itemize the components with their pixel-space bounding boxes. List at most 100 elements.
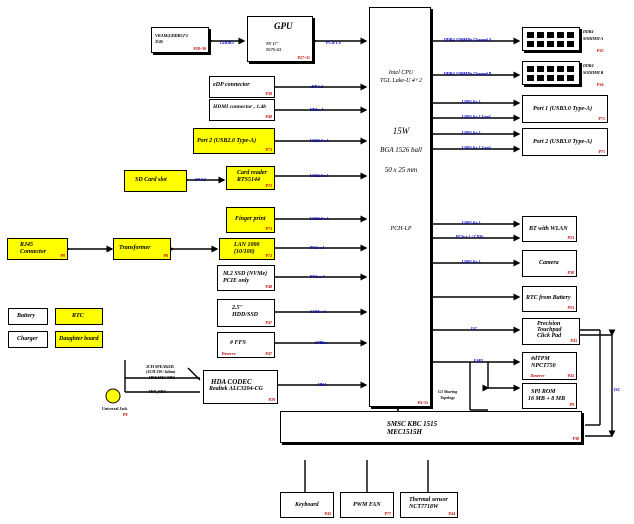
ffs-reserve: Reserve (222, 351, 236, 356)
port2-usb3-block: Port 2 (USB3.0 Type-A) P71 (522, 128, 608, 156)
m2-bus: PCIe x 4 (310, 274, 325, 279)
spi-label2: 16 MB + 8 MB (528, 396, 566, 402)
ffs-page: P47 (265, 351, 272, 356)
port2-usb3-label: Port 2 (USB3.0 Type-A) (533, 139, 593, 145)
rtc-page: P53 (567, 305, 574, 310)
dimm-b-label1: DDR4 (583, 63, 594, 68)
edp-label: eDP connector (213, 82, 250, 88)
tpm-page: P43 (567, 373, 574, 378)
jack-page: P8 (123, 412, 128, 417)
codec-label1: HDA CODEC (211, 378, 252, 386)
mic-label: INT_MIC (149, 389, 167, 394)
bt-wlan-label: BT with WLAN (529, 226, 568, 232)
thermal-label1: Thermal sensor (409, 497, 448, 503)
m2-page: P48 (265, 284, 272, 289)
cpu-power: 15W (392, 126, 410, 136)
rtc-block: RTC from Battery P53 (522, 286, 577, 312)
speaker-sub: (2CH 2W/ 4ohm) (146, 369, 176, 374)
bt-wlan-bus1: USB2.0 x 1 (462, 220, 481, 225)
rj45-label1: RJ45 (20, 242, 34, 248)
spi-page: P9 (569, 402, 574, 407)
bt-wlan-bus2: PCIe x 1 / CNVi (456, 234, 484, 239)
port1-bus2: USB3.0 x 1 Gen1 (462, 114, 491, 119)
bt-wlan-page: P53 (567, 235, 574, 240)
cpu-subtitle: TGL Lake-U 4+2 (380, 78, 422, 84)
m2-label1: M.2 SSD (NVMe) (223, 271, 268, 277)
fingerprint-page: P73 (265, 226, 272, 231)
sdcard-block: SD Card slot (124, 170, 187, 192)
cpu-pch: PCH-LP (390, 226, 412, 232)
fan-page: P77 (384, 511, 391, 516)
legend-rtc: RTC (55, 308, 103, 325)
transformer-page: P8 (163, 253, 168, 258)
rj45-page: P8 (60, 253, 65, 258)
hdmi-label: HDMI connector , 1.4b (213, 104, 267, 110)
headphone-label: HP&MIC/MIC (149, 375, 176, 380)
legend-battery-label: Battery (17, 313, 35, 319)
tpm-label1: #dTPM (531, 356, 550, 362)
thermal-label2: NCT7718W (409, 504, 439, 510)
gpu-model: NV 17" (266, 41, 279, 46)
tpm-reserve: Reserve (531, 373, 545, 378)
camera-bus: USB2.0 x 1 (462, 259, 481, 264)
port2-usb3-page: P71 (598, 149, 605, 154)
port2-usb3-bus2: USB3.0 x 1 Gen1 (462, 145, 491, 150)
gpu-page: P27~31 (297, 55, 310, 60)
touchpad-bus: I2C (471, 326, 478, 331)
m2-label2: PCIE only (223, 278, 250, 284)
vram-size: 2GB (155, 39, 163, 44)
keyboard-block: Keyboard P43 (280, 492, 334, 518)
fingerprint-block: Finger print P73 (226, 207, 275, 233)
hdd-page: P47 (265, 320, 272, 325)
g3-label: G3 Sharing (438, 389, 458, 394)
bt-wlan-block: BT with WLAN P53 (522, 216, 577, 242)
sdcard-label: SD Card slot (135, 177, 167, 183)
codec-label2: Realtek ALC3204-CG (209, 386, 263, 392)
gpu-bus-pcie: PCIe x 4 (326, 40, 341, 45)
port1-block: Port 1 (USB3.0 Type-A) P71 (522, 95, 608, 123)
cardreader-label2: RTS5144 (237, 177, 261, 183)
rj45-block: RJ45 Connector P8 (7, 238, 68, 260)
port1-label: Port 1 (USB3.0 Type-A) (533, 106, 593, 112)
ffs-bus: SMBus (315, 340, 328, 345)
spi-block: SPI ROM 16 MB + 8 MB P9 (522, 383, 577, 409)
rj45-label2: Connector (20, 249, 47, 255)
ec-label2: MEC1515H (387, 428, 423, 436)
camera-block: Camera P38 (522, 250, 577, 277)
cardreader-page: P72 (265, 183, 272, 188)
port2-usb2-label: Port 2 (USB2.0 Type-A) (197, 138, 257, 144)
legend-charger-label: Charger (17, 336, 38, 342)
fingerprint-bus: USB2.0 x 1 (310, 216, 329, 221)
ffs-label: # FFS (230, 340, 246, 346)
dimm-b-icon (522, 61, 580, 85)
hdmi-block: HDMI connector , 1.4b P48 (209, 99, 275, 121)
lan-block: LAN 1000 (10/100) P72 (219, 238, 275, 260)
edp-bus: eDP 1.2 (310, 84, 323, 89)
legend-daughter: Daughter board (55, 331, 103, 348)
port2-usb3-bus1: USB3.0 x 1 (462, 130, 481, 135)
codec-page: P29 (268, 397, 275, 402)
cardreader-bus: USB2.0 x 1 (310, 173, 329, 178)
gpu-part: N17S-G5 (266, 47, 282, 52)
m2-block: M.2 SSD (NVMe) PCIE only P48 (217, 265, 275, 291)
cardreader-block: Card reader RTS5144 P72 (226, 166, 275, 190)
dimm-a-icon (522, 27, 580, 51)
touchpad-page: P43 (570, 338, 577, 343)
hdd-label2: HDD/SSD (232, 312, 259, 318)
gpu-title: GPU (274, 21, 293, 31)
spi-label1: SPI ROM (531, 389, 556, 395)
dimm-b-bus: DDR4 3200MHz Channel B (444, 71, 492, 76)
legend-daughter-label: Daughter board (59, 336, 99, 342)
speaker-label: 2CH SPEAKER (146, 364, 174, 369)
tpm-label2: NPCT750 (531, 363, 556, 369)
vram-page: P28~30 (193, 46, 206, 51)
lan-page: P72 (265, 253, 272, 258)
fingerprint-label: Finger print (235, 216, 266, 222)
touchpad-label2: Touchpad (537, 327, 562, 333)
port2-usb2-page: P73 (265, 147, 272, 152)
legend-battery: Battery (8, 308, 48, 325)
g3-sub: Topology (440, 395, 455, 400)
sdcard-bus: SD 3.0 (195, 177, 207, 182)
